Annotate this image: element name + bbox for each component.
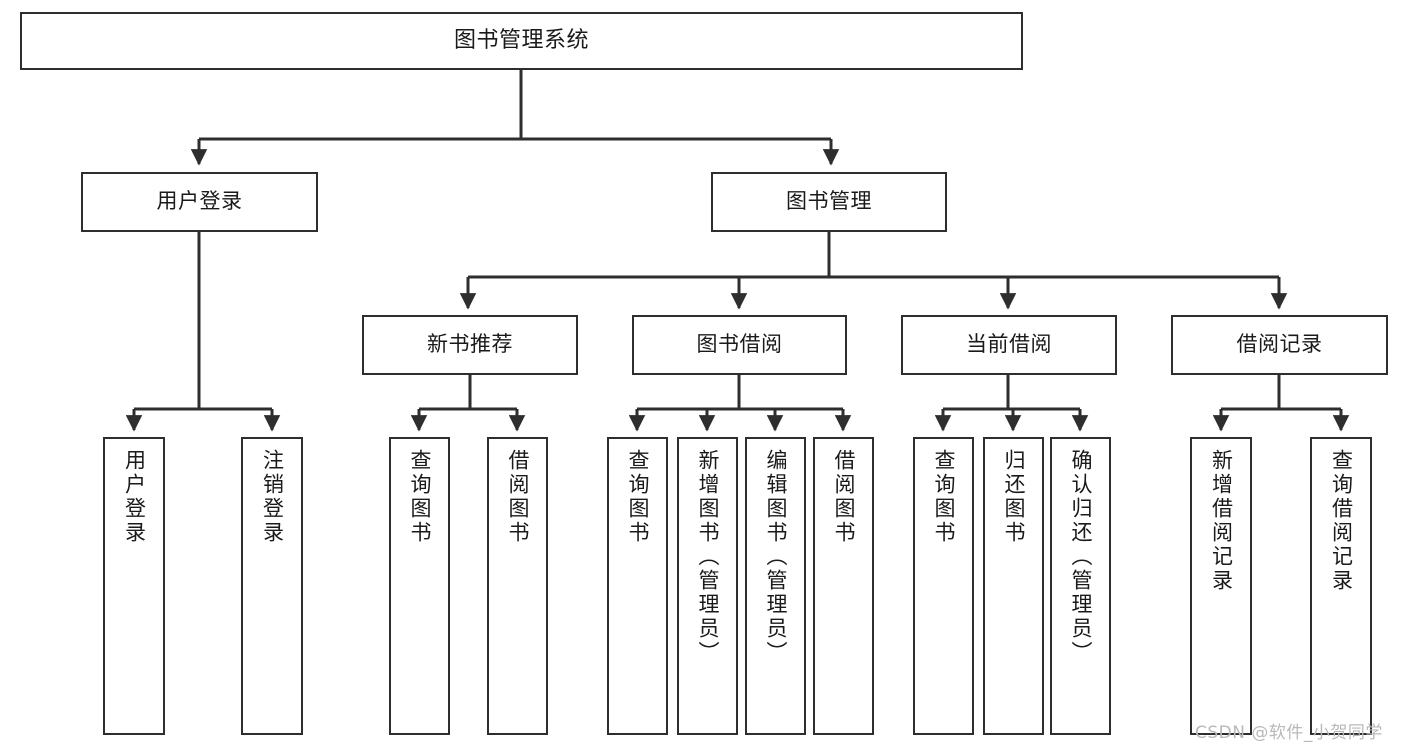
node-leaf-query-borrow-record[interactable]: 查询借阅记录: [1310, 437, 1372, 735]
node-level3-book-borrow[interactable]: 图书借阅: [632, 315, 847, 375]
node-level3-borrow-record[interactable]: 借阅记录: [1171, 315, 1388, 375]
node-label: 查询图书: [626, 449, 650, 545]
node-leaf-confirm-return-admin[interactable]: 确认归还（管理员）: [1050, 437, 1111, 735]
node-leaf-user-login[interactable]: 用户登录: [103, 437, 165, 735]
node-leaf-borrow-book[interactable]: 借阅图书: [813, 437, 874, 735]
node-label: 新书推荐: [427, 332, 513, 357]
node-level3-current-borrow[interactable]: 当前借阅: [901, 315, 1117, 375]
node-label: 查询借阅记录: [1329, 449, 1354, 593]
node-level3-new-book-recommend[interactable]: 新书推荐: [362, 315, 578, 375]
node-leaf-query-book-borrow[interactable]: 查询图书: [607, 437, 668, 735]
node-label: 注销登录: [260, 449, 285, 545]
node-label: 用户登录: [122, 449, 147, 545]
node-root-label: 图书管理系统: [453, 27, 589, 53]
node-root[interactable]: 图书管理系统: [20, 12, 1023, 70]
node-leaf-edit-book-admin[interactable]: 编辑图书（管理员）: [745, 437, 806, 735]
node-label: 查询图书: [408, 449, 432, 545]
node-leaf-logout[interactable]: 注销登录: [241, 437, 303, 735]
node-label: 新增图书（管理员）: [696, 449, 720, 665]
node-label: 当前借阅: [966, 332, 1052, 357]
node-leaf-borrow-book-recommend[interactable]: 借阅图书: [487, 437, 548, 735]
node-label: 借阅图书: [506, 449, 530, 545]
node-leaf-query-book-current[interactable]: 查询图书: [913, 437, 974, 735]
node-label: 图书管理: [786, 189, 872, 214]
node-label: 归还图书: [1002, 449, 1026, 545]
node-leaf-add-borrow-record[interactable]: 新增借阅记录: [1190, 437, 1252, 735]
node-label: 借阅记录: [1236, 332, 1323, 357]
node-label: 图书借阅: [696, 332, 783, 357]
node-label: 确认归还（管理员）: [1069, 449, 1093, 665]
node-label: 查询图书: [932, 449, 956, 545]
node-level2-user-login[interactable]: 用户登录: [81, 172, 318, 232]
csdn-watermark: CSDN @软件_小贺同学: [1195, 723, 1383, 743]
node-label: 编辑图书（管理员）: [764, 449, 788, 665]
node-label: 用户登录: [156, 189, 243, 214]
node-leaf-return-book[interactable]: 归还图书: [983, 437, 1044, 735]
node-leaf-query-book-recommend[interactable]: 查询图书: [389, 437, 450, 735]
node-label: 新增借阅记录: [1209, 449, 1234, 593]
node-label: 借阅图书: [832, 449, 856, 545]
node-leaf-add-book-admin[interactable]: 新增图书（管理员）: [677, 437, 738, 735]
node-level2-book-management[interactable]: 图书管理: [711, 172, 947, 232]
